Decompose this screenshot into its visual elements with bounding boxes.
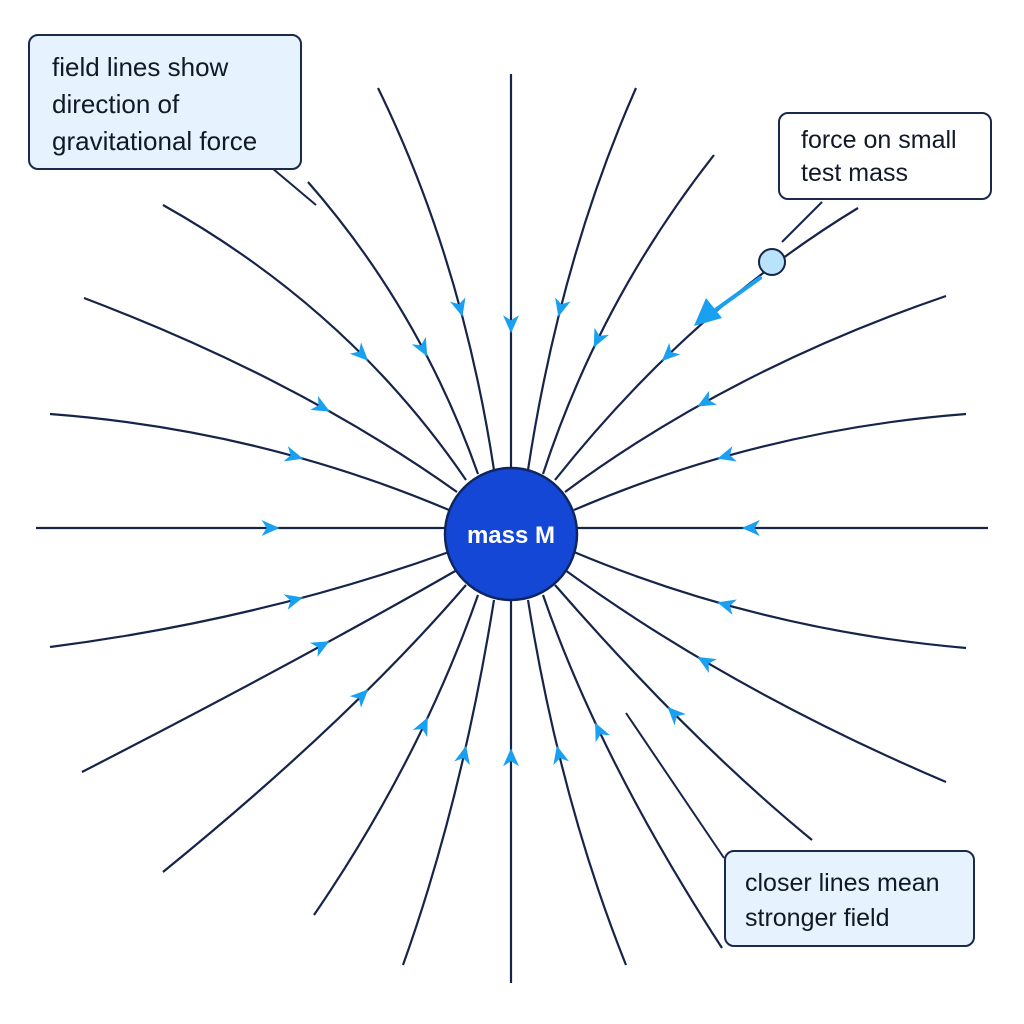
closer-lines-callout: closer lines mean stronger field <box>724 850 975 947</box>
field-line <box>554 584 813 841</box>
arrowhead-icon <box>412 717 428 737</box>
field-line <box>526 599 628 966</box>
arrowhead-icon <box>503 748 519 767</box>
field-line <box>81 569 458 773</box>
field-line <box>49 550 450 649</box>
arrowhead-icon <box>310 395 330 412</box>
field-line <box>541 154 715 475</box>
field-line <box>313 594 480 916</box>
arrowhead-icon <box>411 336 428 357</box>
arrowhead-icon <box>667 707 686 726</box>
mass-circle <box>443 466 579 602</box>
arrowhead-icon <box>741 520 760 536</box>
callout-line: test mass <box>801 159 908 187</box>
field-lines-callout: field lines show direction of gravitatio… <box>28 34 302 170</box>
test-mass-dot <box>758 248 786 276</box>
callout-line: gravitational force <box>52 126 258 156</box>
field-line <box>564 294 947 493</box>
leader-line <box>271 167 317 206</box>
field-line <box>564 569 947 784</box>
arrowhead-icon <box>717 446 737 462</box>
field-line <box>541 594 723 949</box>
arrowhead-icon <box>503 315 519 334</box>
arrowhead-icon <box>454 745 470 765</box>
field-line <box>526 87 638 471</box>
arrowhead-icon <box>593 327 609 348</box>
arrowhead-icon <box>309 641 330 657</box>
arrowhead-icon <box>261 520 280 536</box>
force-arrow-icon <box>712 276 762 313</box>
field-line <box>83 296 458 493</box>
arrowhead-icon <box>697 656 718 673</box>
arrowhead-icon <box>595 722 611 743</box>
callout-line: stronger field <box>745 904 890 932</box>
force-arrowhead-icon <box>694 298 722 326</box>
arrowhead-icon <box>553 745 569 766</box>
callout-line: force on small <box>801 126 957 154</box>
field-line <box>401 599 496 966</box>
leader-line <box>625 712 725 859</box>
test-mass-group <box>694 248 786 326</box>
callout-line: closer lines mean <box>745 869 940 897</box>
leader-line <box>781 201 823 243</box>
arrowhead-icon <box>661 342 681 362</box>
arrowhead-icon <box>555 297 571 317</box>
field-line <box>377 87 496 471</box>
field-line <box>49 412 450 512</box>
callout-line: direction of <box>52 89 180 119</box>
field-arrows <box>261 297 760 767</box>
arrowhead-icon <box>349 342 369 361</box>
field-line <box>573 412 967 512</box>
mass-m: mass M <box>443 466 579 602</box>
arrowhead-icon <box>697 390 717 407</box>
field-line <box>162 204 467 481</box>
callout-line: field lines show <box>52 52 229 82</box>
field-line <box>554 207 859 481</box>
field-lines <box>36 74 988 983</box>
callout-leaders <box>271 167 823 859</box>
test-mass-callout: force on small test mass <box>778 112 992 200</box>
arrowhead-icon <box>349 689 369 708</box>
field-line <box>162 584 467 873</box>
arrowhead-icon <box>717 599 737 615</box>
field-line <box>307 181 480 475</box>
mass-label: mass M <box>467 522 555 549</box>
field-line <box>573 550 967 650</box>
arrowhead-icon <box>283 594 304 610</box>
arrowhead-icon <box>283 446 304 462</box>
arrowhead-icon <box>450 297 466 317</box>
